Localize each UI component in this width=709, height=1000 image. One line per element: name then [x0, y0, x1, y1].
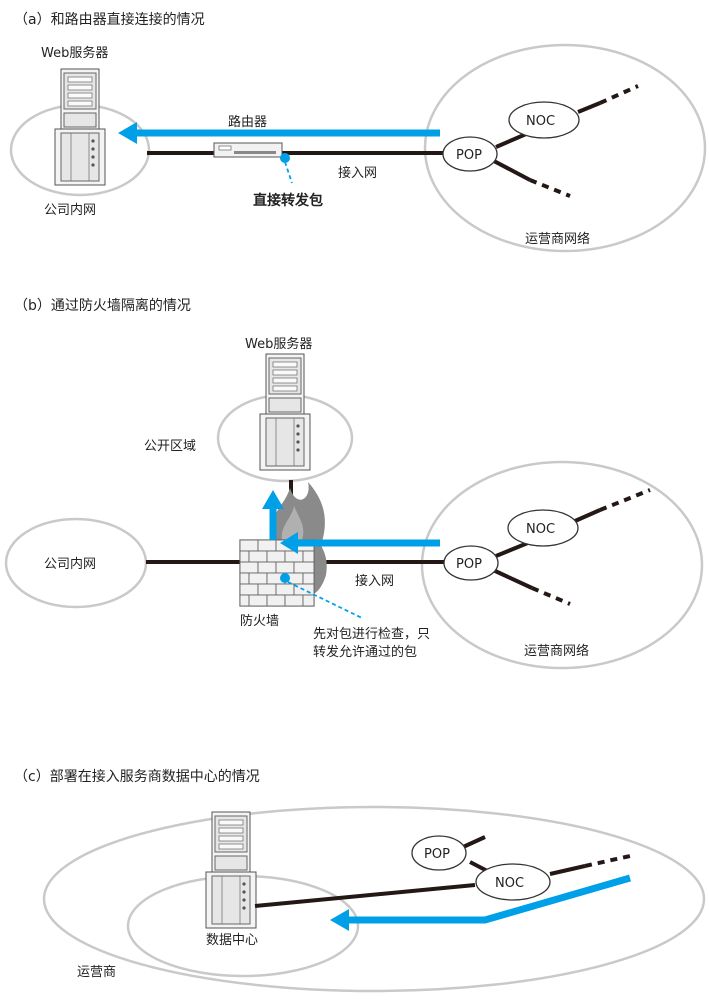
- datacenter-label: 数据中心: [206, 933, 258, 948]
- access-network-label: 接入网: [338, 165, 377, 181]
- packet-flow-arrow: [348, 874, 631, 924]
- section-c-title: （c）部署在接入服务商数据中心的情况: [14, 768, 260, 785]
- lan-label: 公司内网: [44, 556, 96, 572]
- section-c: （c）部署在接入服务商数据中心的情况 POP NOC 数据中心 运营商: [14, 768, 706, 993]
- dc-noc-link: [254, 883, 476, 908]
- noc-link-dashed: [584, 854, 631, 868]
- section-a: （a）和路由器直接连接的情况 Web服务器 路由器 接入网 直接转发包 公司内网: [9, 11, 707, 253]
- router-point-icon: [280, 153, 290, 163]
- firewall-icon: [239, 539, 315, 607]
- router-label: 路由器: [228, 114, 267, 130]
- noc-link: [574, 508, 601, 523]
- noc-label: NOC: [495, 876, 524, 891]
- isp-label: 运营商网络: [525, 231, 590, 247]
- arrow-head-icon: [280, 532, 298, 554]
- isp-ellipse: [423, 43, 707, 253]
- noc-node: [508, 101, 580, 139]
- isp-label: 运营商: [77, 965, 116, 980]
- pop-label: POP: [424, 847, 450, 862]
- pop-link: [491, 158, 531, 182]
- section-b-title: （b）通过防火墙隔离的情况: [14, 297, 191, 314]
- pop-link-dashed: [529, 178, 571, 198]
- pop-label: POP: [456, 148, 482, 163]
- firewall-label: 防火墙: [240, 613, 279, 629]
- pop-node: [442, 136, 498, 172]
- lan-label: 公司内网: [44, 202, 96, 218]
- pop-link: [492, 568, 533, 590]
- noc-label: NOC: [526, 114, 555, 129]
- router-icon: [213, 142, 283, 158]
- isp-label: 运营商网络: [524, 643, 589, 659]
- pop-link-dashed: [531, 586, 571, 606]
- inspection-note-line1: 先对包进行检查，只: [313, 627, 430, 642]
- noc-node: [507, 509, 579, 547]
- arrow-head-icon: [118, 122, 137, 144]
- isp-ellipse: [42, 805, 706, 993]
- noc-link: [549, 864, 586, 876]
- noc-link-dashed: [599, 84, 639, 105]
- arrow-up-head-icon: [262, 490, 284, 509]
- noc-label: NOC: [526, 522, 555, 537]
- web-server-icon: [54, 68, 106, 186]
- web-server-icon: [259, 353, 311, 471]
- noc-node: [475, 863, 551, 901]
- web-server-label: Web服务器: [245, 336, 312, 352]
- inspection-note-line2: 转发允许通过的包: [313, 644, 417, 660]
- pop-label: POP: [456, 557, 482, 572]
- section-b: （b）通过防火墙隔离的情况 Web服务器 公开区域 公司内网: [4, 297, 704, 670]
- section-a-title: （a）和路由器直接连接的情况: [14, 11, 205, 28]
- isp-ellipse: [420, 460, 704, 670]
- forward-label: 直接转发包: [253, 192, 323, 209]
- web-server-icon: [205, 811, 257, 929]
- dmz-label: 公开区域: [144, 439, 196, 454]
- pop-node: [443, 545, 499, 581]
- callout-line: [284, 161, 293, 184]
- access-network-label: 接入网: [355, 573, 394, 589]
- firewall-point-icon: [280, 573, 290, 583]
- noc-link-dashed: [599, 488, 651, 512]
- pop-node: [411, 835, 467, 871]
- noc-link: [577, 101, 601, 114]
- web-server-label: Web服务器: [41, 45, 108, 61]
- arrow-head-icon: [330, 909, 349, 931]
